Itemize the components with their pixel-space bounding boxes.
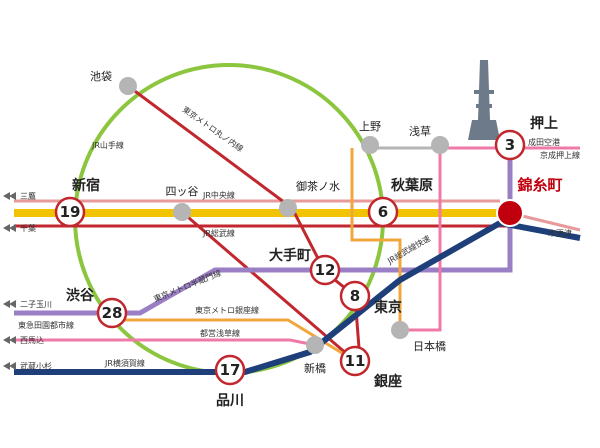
- minutes-akihabara: 6: [378, 203, 388, 221]
- skytree-icon: [468, 60, 500, 140]
- sobu-rapid-line: [14, 219, 581, 375]
- end-narita-label: 成田空港: [528, 137, 560, 147]
- minutes-otemachi: 12: [315, 261, 336, 279]
- station-tokyo-label: 東京: [374, 299, 402, 316]
- sobu-rapid-line-label: JR総武線快速: [385, 233, 432, 266]
- station-ochanomizu-label: 御茶ノ水: [296, 179, 340, 193]
- station-asakusa-label: 浅草: [409, 125, 431, 138]
- station-ginza-label: 銀座: [374, 373, 402, 390]
- station-shinjuku-badge: 19: [54, 196, 86, 228]
- hanzomon-line-label: 東京メトロ半蔵門線: [152, 268, 223, 304]
- ginza-line-label: 東京メトロ銀座線: [195, 305, 259, 315]
- station-ikebukuro-marker: [119, 77, 137, 95]
- station-shibuya-badge: 28: [96, 297, 128, 329]
- minutes-shibuya: 28: [102, 304, 123, 322]
- station-shimbashi-marker: [306, 336, 324, 354]
- asakusa-line: [14, 338, 316, 347]
- station-shinagawa-label: 品川: [216, 393, 244, 409]
- station-ginza-badge: 11: [339, 345, 371, 377]
- station-ikebukuro-label: 池袋: [90, 69, 112, 83]
- station-tokyo-badge: 8: [339, 280, 371, 312]
- ginza-line: [112, 318, 356, 363]
- station-akihabara-label: 秋葉原: [391, 177, 433, 194]
- minutes-ginza: 11: [345, 352, 366, 370]
- end-kisarazu: 木更津: [548, 228, 572, 238]
- sobu-line-label: JR総武線: [202, 228, 235, 238]
- station-nihonbashi-marker: [391, 321, 409, 339]
- station-shimbashi-label: 新橋: [304, 361, 326, 375]
- end-musashikosugi-label: 武蔵小杉: [20, 361, 52, 371]
- station-kinshicho-label: 錦糸町: [516, 176, 562, 194]
- yamanote-line-label: JR山手線: [91, 140, 124, 150]
- end-futako: 二子玉川: [3, 300, 52, 309]
- station-ueno-marker: [361, 136, 379, 154]
- end-mitaka-label: 三鷹: [20, 191, 36, 201]
- station-asakusa-marker: [431, 136, 449, 154]
- minutes-shinagawa: 17: [220, 361, 241, 379]
- station-akihabara-badge: 6: [367, 196, 399, 228]
- end-futako-label: 二子玉川: [20, 300, 52, 309]
- station-shibuya-label: 渋谷: [66, 287, 95, 304]
- station-yotsuya-marker: [173, 203, 191, 221]
- station-shinjuku-label: 新宿: [72, 177, 100, 194]
- asakusa-line-label: 都営浅草線: [200, 328, 240, 338]
- station-ueno-label: 上野: [359, 120, 381, 133]
- minutes-oshiage: 3: [505, 136, 515, 154]
- asakusa-line-north: [400, 145, 442, 332]
- station-oshiage-badge: 3: [494, 129, 526, 161]
- end-nishimagome: 西馬込: [3, 336, 44, 345]
- station-otemachi-badge: 12: [309, 254, 341, 286]
- end-kisarazu-label: 木更津: [548, 228, 572, 238]
- end-musashikosugi: 武蔵小杉: [3, 361, 52, 371]
- marunouchi-line-label: 東京メトロ丸ノ内線: [181, 104, 246, 153]
- station-shinagawa-badge: 17: [214, 354, 246, 386]
- den-en-toshi-line-label: 東急田園都市線: [18, 320, 74, 330]
- station-otemachi-label: 大手町: [269, 247, 311, 264]
- station-oshiage-label: 押上: [530, 115, 558, 132]
- ginza-line-north: [350, 148, 402, 330]
- keisei-oshiage-line-label: 京成押上線: [540, 150, 580, 160]
- end-nishimagome-label: 西馬込: [20, 336, 44, 345]
- end-chiba: 千葉: [3, 223, 36, 233]
- chuo-line-label: JR中央線: [202, 190, 235, 200]
- end-chiba-label: 千葉: [20, 223, 36, 233]
- minutes-shinjuku: 19: [60, 203, 81, 221]
- end-narita: 成田空港: [528, 137, 560, 147]
- yokosuka-line-label: JR横須賀線: [104, 358, 145, 368]
- end-mitaka: 三鷹: [3, 191, 36, 201]
- station-ochanomizu-marker: [279, 199, 297, 217]
- minutes-tokyo: 8: [350, 287, 360, 305]
- station-nihonbashi-label: 日本橋: [413, 339, 446, 353]
- station-yotsuya-label: 四ッ谷: [166, 185, 199, 198]
- station-kinshicho-marker: [496, 199, 524, 227]
